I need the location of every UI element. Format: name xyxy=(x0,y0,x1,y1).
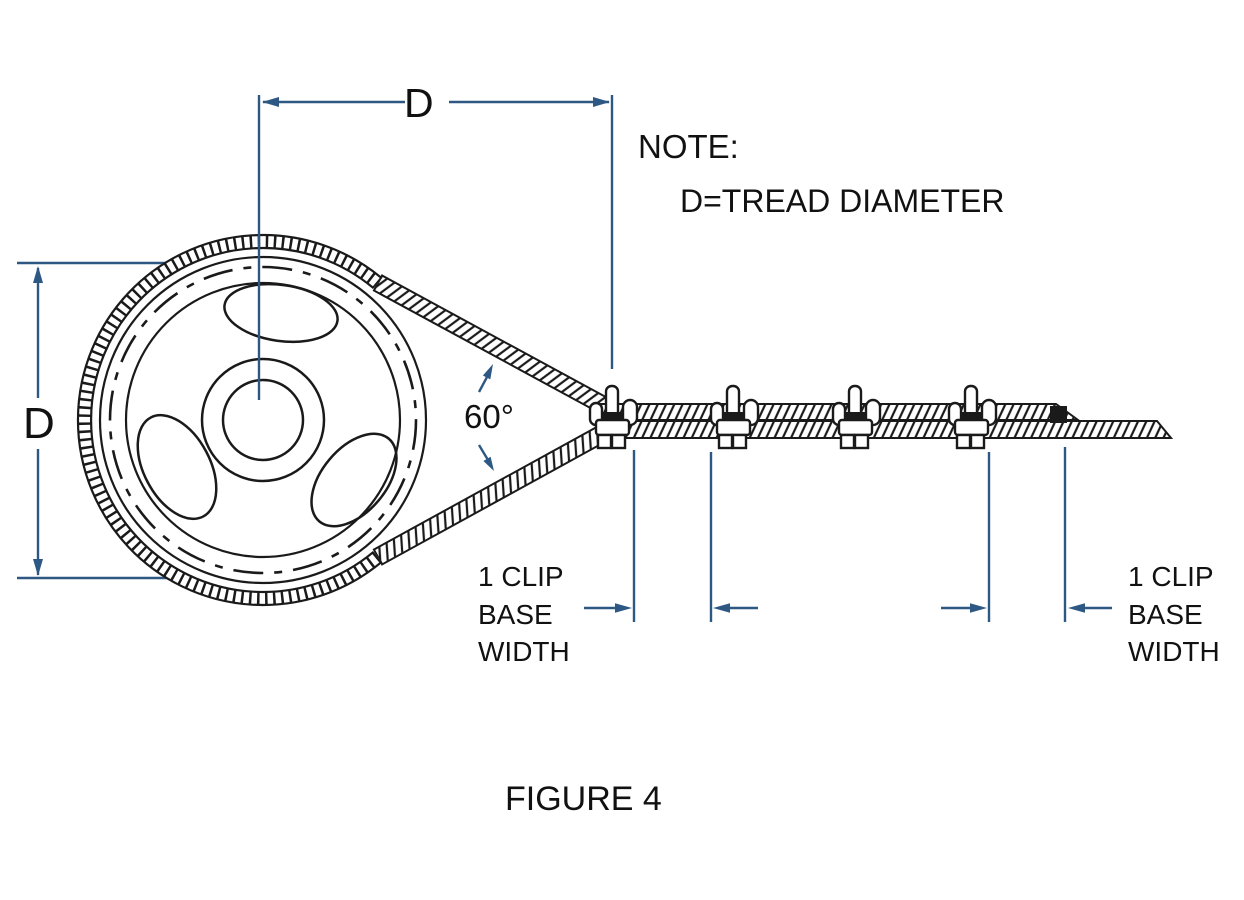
clip-saddle xyxy=(837,418,874,437)
clip-nut-right xyxy=(969,433,986,450)
clip-nut-right xyxy=(731,433,748,450)
clip-saddle xyxy=(953,418,990,437)
wire-rope-clip-2 xyxy=(709,384,760,450)
top-diameter-dimension xyxy=(257,95,614,400)
rope-angle-label: 60° xyxy=(464,398,514,435)
clip-base-width-left-line3: WIDTH xyxy=(478,636,570,667)
rope-live-end xyxy=(597,420,1174,439)
sheave-hub xyxy=(200,357,326,483)
clip-base-width-left-line1: 1 CLIP xyxy=(478,561,564,592)
sheave-rim xyxy=(98,255,428,585)
clip-nut-right xyxy=(610,433,627,450)
wire-rope-clips xyxy=(588,384,998,450)
note-label: NOTE: xyxy=(638,128,739,165)
clip-base-width-right-line3: WIDTH xyxy=(1128,636,1220,667)
clip-nut-left xyxy=(839,433,856,450)
sheave-pulley xyxy=(76,233,611,607)
rope-tails xyxy=(597,403,1174,439)
clip-nut-right xyxy=(853,433,870,450)
clip-nut-left xyxy=(955,433,972,450)
wire-rope-clip-4 xyxy=(947,384,998,450)
left-diameter-dimension xyxy=(33,266,43,576)
clip-base-width-left-line2: BASE xyxy=(478,599,553,630)
clamped-rope xyxy=(845,412,865,421)
clamped-rope xyxy=(723,412,743,421)
clip-nut-left xyxy=(717,433,734,450)
clamped-rope xyxy=(602,412,622,421)
top-diameter-label: D xyxy=(404,80,434,126)
clip-base-width-right-line2: BASE xyxy=(1128,599,1203,630)
clip-base-width-dimensions xyxy=(584,447,1112,622)
wire-rope-clip-1 xyxy=(588,384,639,450)
clip-saddle xyxy=(715,418,752,437)
clamped-rope xyxy=(961,412,981,421)
clip-base-width-label-left: 1 CLIP BASE WIDTH xyxy=(478,561,570,667)
tread-diameter-dashed-circle xyxy=(108,265,418,575)
figure-caption: FIGURE 4 xyxy=(505,780,662,818)
rope-angle-arrows xyxy=(477,364,494,471)
clip-nut-left xyxy=(596,433,613,450)
clip-base-width-label-right: 1 CLIP BASE WIDTH xyxy=(1128,561,1220,667)
left-diameter-label: D xyxy=(23,399,55,448)
wire-rope-clip-3 xyxy=(831,384,882,450)
sheave-background xyxy=(77,234,449,606)
clip-base-width-right-line1: 1 CLIP xyxy=(1128,561,1214,592)
rope-end-seizing-mark xyxy=(1050,406,1067,423)
sheave-lightening-holes xyxy=(136,282,398,528)
clip-saddle xyxy=(594,418,631,437)
note-body: D=TREAD DIAMETER xyxy=(680,183,1004,219)
